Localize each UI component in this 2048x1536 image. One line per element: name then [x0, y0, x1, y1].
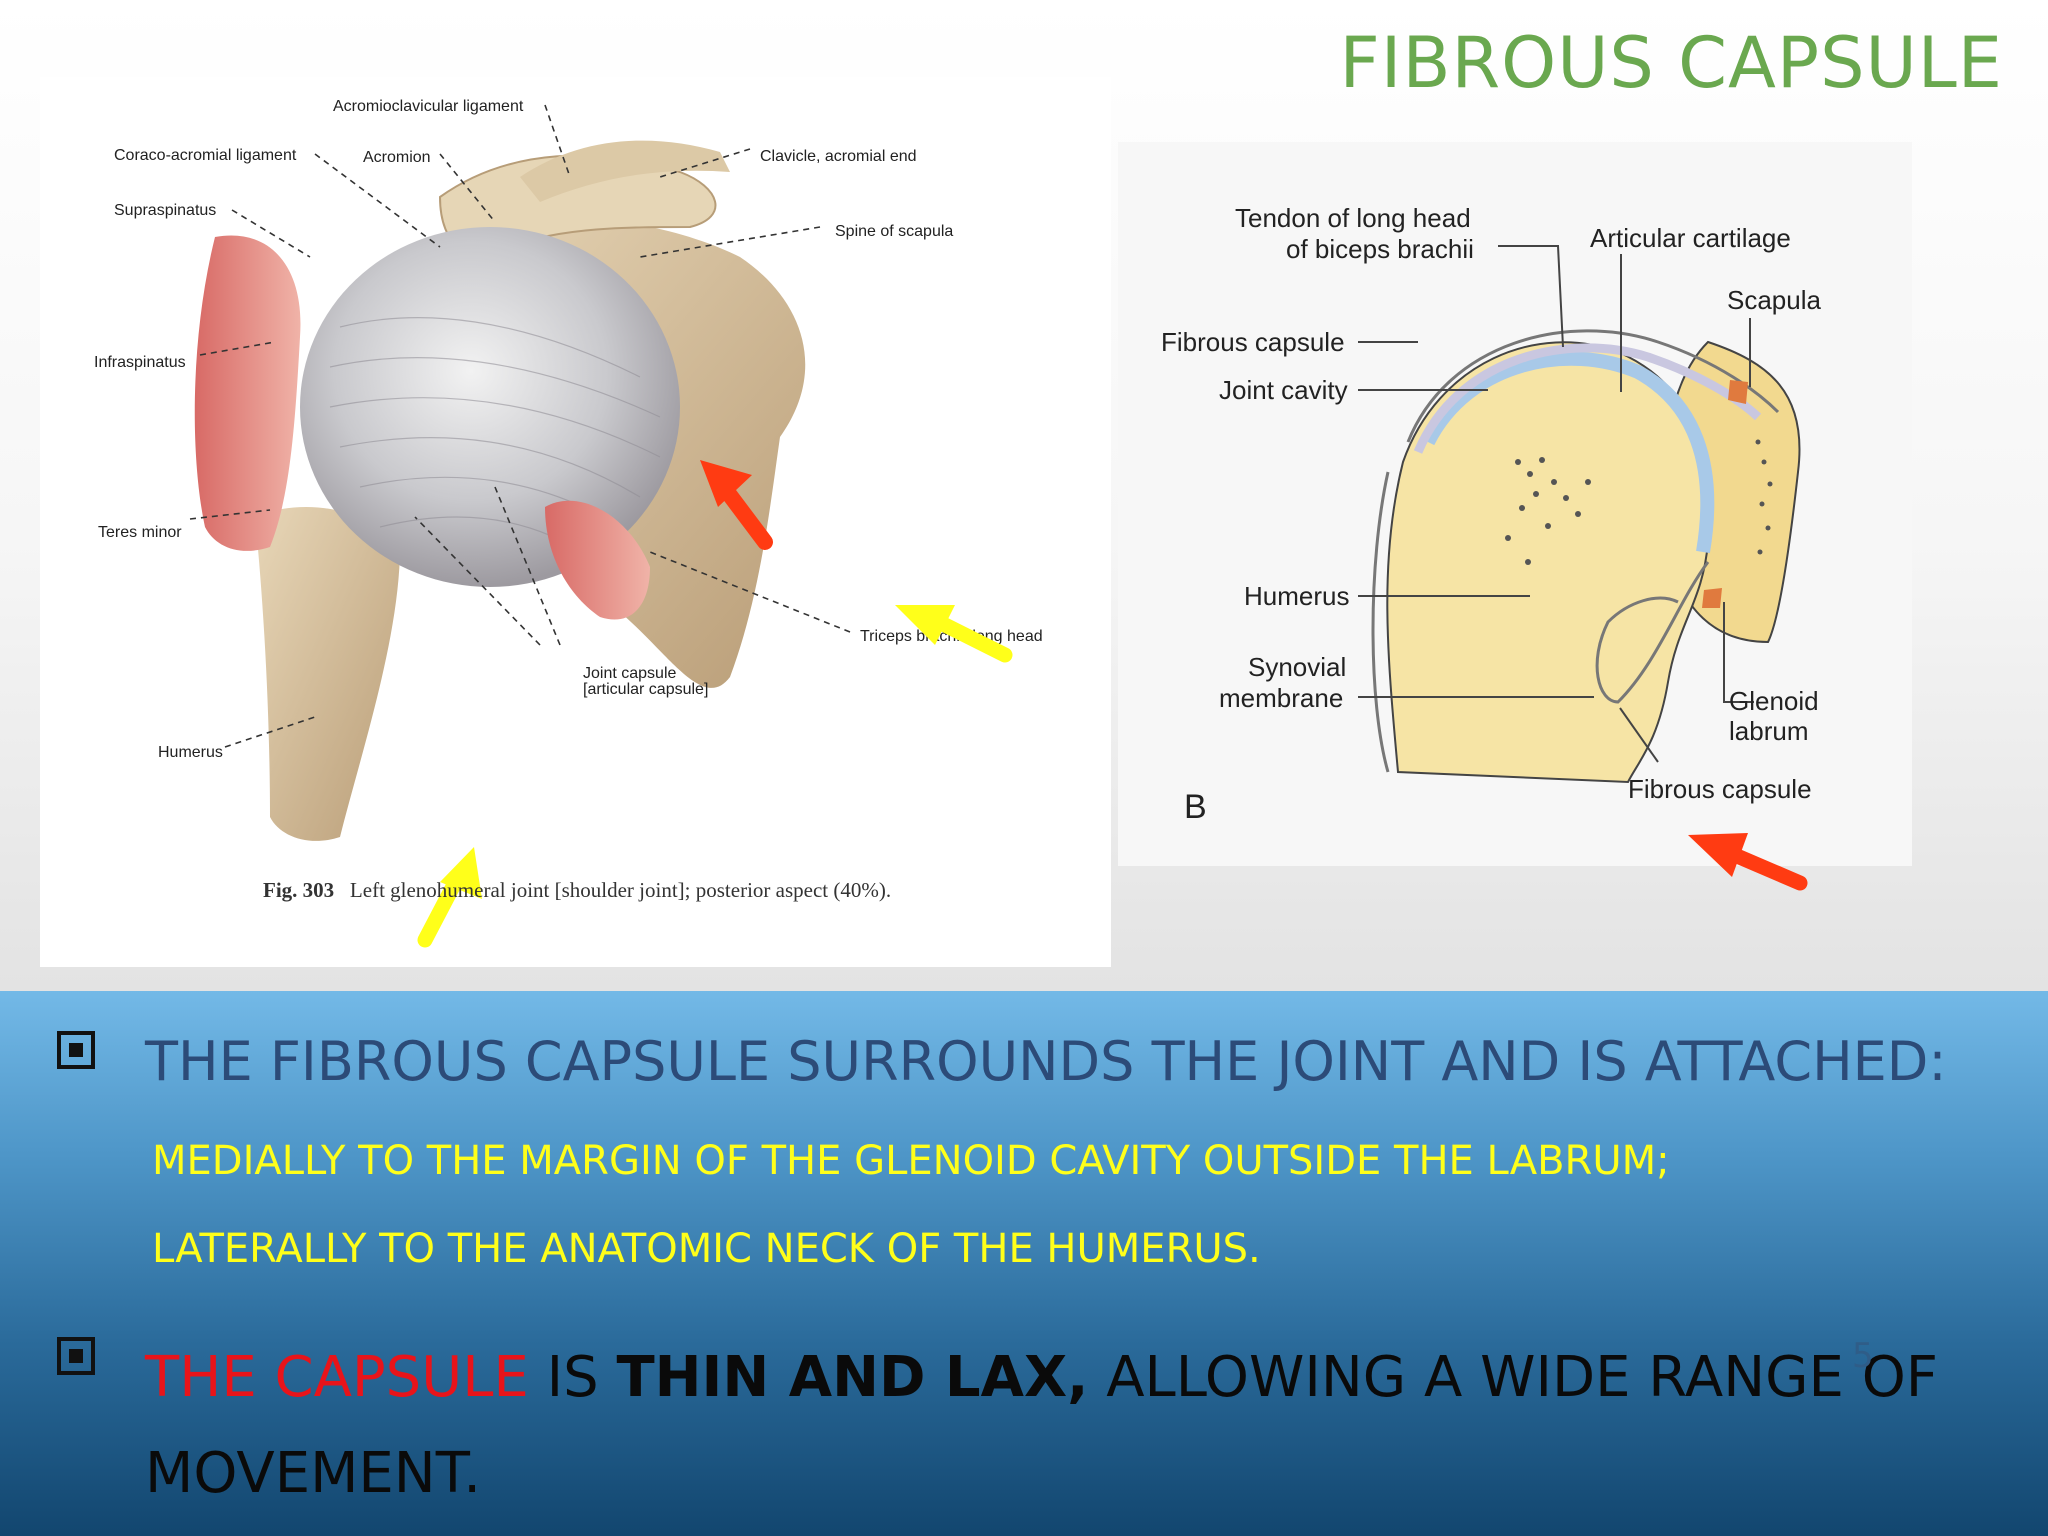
label-clavicle-acromial-end: Clavicle, acromial end: [760, 148, 917, 165]
bullet-2-is: IS: [528, 1345, 617, 1410]
labrum-top: [1728, 380, 1748, 404]
label-synovial: Synovial: [1248, 652, 1346, 682]
label-acromioclavicular-ligament: Acromioclavicular ligament: [333, 98, 524, 115]
bullet-2-rest: ALLOWING A WIDE RANGE OF MOVEMENT.: [145, 1345, 1938, 1506]
humerus-bone: [255, 507, 400, 841]
label-membrane: membrane: [1219, 683, 1343, 713]
fibrous-capsule-outline-bottom: [1595, 561, 1710, 704]
label-coraco-acromial-ligament: Coraco-acromial ligament: [114, 147, 297, 164]
labrum-bottom: [1702, 588, 1722, 608]
yellow-arrow-triceps: [895, 605, 1013, 663]
bullet-1-sub-laterally: LATERALLY TO THE ANATOMIC NECK OF THE HU…: [152, 1226, 1261, 1272]
joint-capsule-shape: [300, 227, 680, 587]
label-joint-capsule: Joint capsule: [583, 665, 676, 682]
bullet-2-text: THE CAPSULE IS THIN AND LAX, ALLOWING A …: [145, 1330, 1965, 1522]
bullet-2-bold: THIN AND LAX,: [616, 1345, 1089, 1410]
label-scapula: Scapula: [1727, 285, 1821, 315]
shoulder-section-figure: Tendon of long head of biceps brachii Ar…: [1118, 142, 1912, 866]
slide-title: FIBROUS CAPSULE: [1339, 22, 2003, 104]
bullet-icon-2: [57, 1337, 95, 1375]
label-fibrous-capsule-bottom: Fibrous capsule: [1628, 774, 1812, 804]
label-tendon-long-head: Tendon of long head: [1235, 203, 1471, 233]
bullet-2-red: THE CAPSULE: [145, 1345, 529, 1410]
shoulder-posterior-illustration: Acromioclavicular ligament Coraco-acromi…: [94, 98, 1043, 948]
label-supraspinatus: Supraspinatus: [114, 202, 216, 219]
fibrous-capsule-outline-side: [1371, 471, 1390, 773]
label-acromion: Acromion: [363, 149, 431, 166]
content-band: [0, 991, 2048, 1536]
label-teres-minor: Teres minor: [98, 524, 182, 541]
label-of-biceps-brachii: of biceps brachii: [1286, 234, 1474, 264]
humerus-section: [1386, 341, 1711, 784]
label-glenoid: Glenoid: [1729, 686, 1819, 716]
rotator-cuff-muscles: [194, 235, 301, 551]
label-spine-of-scapula: Spine of scapula: [835, 223, 953, 240]
shoulder-posterior-figure: Acromioclavicular ligament Coraco-acromi…: [40, 77, 1111, 967]
label-articular-cartilage: Articular cartilage: [1590, 223, 1791, 253]
bullet-icon-1: [57, 1031, 95, 1069]
triceps-long-head-muscle: [545, 500, 650, 620]
figure-caption: Fig. 303 Left glenohumeral joint [should…: [263, 876, 963, 904]
panel-letter: B: [1184, 788, 1207, 826]
label-joint-cavity: Joint cavity: [1219, 375, 1348, 405]
label-articular-capsule: [articular capsule]: [583, 681, 708, 698]
red-arrow-right: [1688, 833, 1808, 891]
label-infraspinatus: Infraspinatus: [94, 354, 186, 371]
figure-number: Fig. 303: [263, 878, 335, 902]
shoulder-section-diagram: Tendon of long head of biceps brachii Ar…: [1161, 203, 1821, 826]
label-labrum: labrum: [1729, 716, 1808, 746]
yellow-arrow-bottom: [417, 847, 482, 948]
bullet-1-text: THE FIBROUS CAPSULE SURROUNDS THE JOINT …: [145, 1030, 1947, 1093]
clavicle-end: [520, 140, 730, 202]
articular-cartilage-layer: [1421, 351, 1715, 554]
label-humerus: Humerus: [158, 744, 223, 761]
label-fibrous-capsule-top: Fibrous capsule: [1161, 327, 1345, 357]
bullet-1-sub-medially: MEDIALLY TO THE MARGIN OF THE GLENOID CA…: [152, 1138, 1670, 1184]
figure-caption-text: Left glenohumeral joint [shoulder joint]…: [349, 878, 892, 902]
label-humerus-section: Humerus: [1244, 581, 1349, 611]
page-number: 5: [1852, 1336, 1874, 1376]
red-arrow-left: [700, 460, 773, 550]
